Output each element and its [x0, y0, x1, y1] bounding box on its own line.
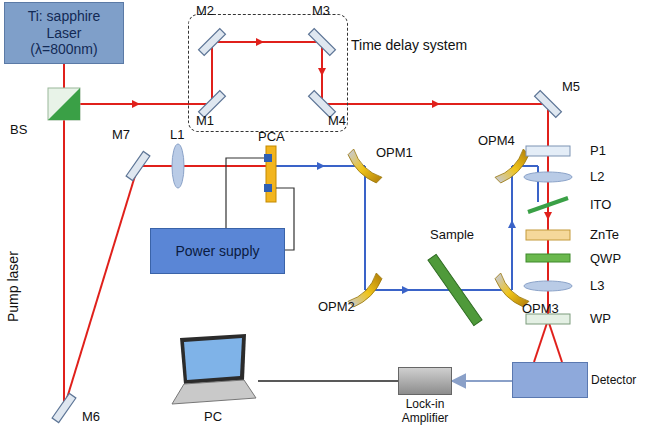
signal-arrow	[452, 380, 512, 382]
part-name: OPM4	[478, 134, 515, 148]
thz-arrows	[317, 162, 516, 294]
power-supply-box: Power supply	[150, 228, 285, 274]
part-name: WP	[590, 312, 611, 326]
detection-optics	[524, 146, 572, 324]
lens	[172, 144, 184, 188]
part-name: M2	[196, 4, 214, 18]
part-name: P1	[590, 144, 606, 158]
part-name: Sample	[430, 228, 474, 242]
part-name: OPM2	[318, 300, 355, 314]
node-label: Power supply	[175, 243, 259, 260]
part-name: BS	[10, 123, 27, 137]
sample-slab	[428, 254, 482, 325]
part-name: M5	[562, 80, 580, 94]
detector-box: Detector	[512, 362, 588, 398]
part-name: QWP	[590, 252, 621, 266]
part-name: L2	[590, 170, 604, 184]
laser-box: Ti: sapphire Laser (λ=800nm)	[4, 2, 124, 64]
photoconductive-antenna	[264, 146, 276, 202]
part-name: OPM3	[522, 302, 559, 316]
part-name: OPM1	[376, 146, 413, 160]
node-label: PC	[204, 409, 222, 425]
beam-arrows	[132, 38, 552, 220]
part-name: ZnTe	[590, 228, 619, 242]
part-name: ITO	[590, 198, 611, 212]
laptop-icon	[172, 334, 256, 404]
part-name: L1	[170, 128, 184, 142]
mirrors	[52, 29, 561, 423]
part-name: M6	[82, 410, 100, 424]
part-name: M7	[112, 128, 130, 142]
laser-beam	[64, 42, 562, 408]
node-label: Ti: sapphire Laser (λ=800nm)	[18, 8, 110, 58]
part-name: M4	[328, 114, 346, 128]
part-name: M1	[196, 114, 214, 128]
cable	[258, 380, 398, 382]
parabolic-mirror	[345, 149, 532, 310]
part-name: PCA	[258, 130, 285, 144]
beam-name: Pump laser	[6, 251, 21, 322]
pc-node: PC	[168, 330, 258, 406]
part-name: M3	[312, 4, 330, 18]
node-label: Lock-in Amplifier	[390, 397, 460, 426]
lockin-box: Lock-in Amplifier	[398, 367, 452, 395]
beam-splitter	[48, 88, 80, 120]
thz-beam	[276, 166, 538, 290]
node-label: Detector	[591, 373, 636, 387]
node-label: Time delay system	[351, 37, 467, 54]
part-name: L3	[590, 279, 604, 293]
